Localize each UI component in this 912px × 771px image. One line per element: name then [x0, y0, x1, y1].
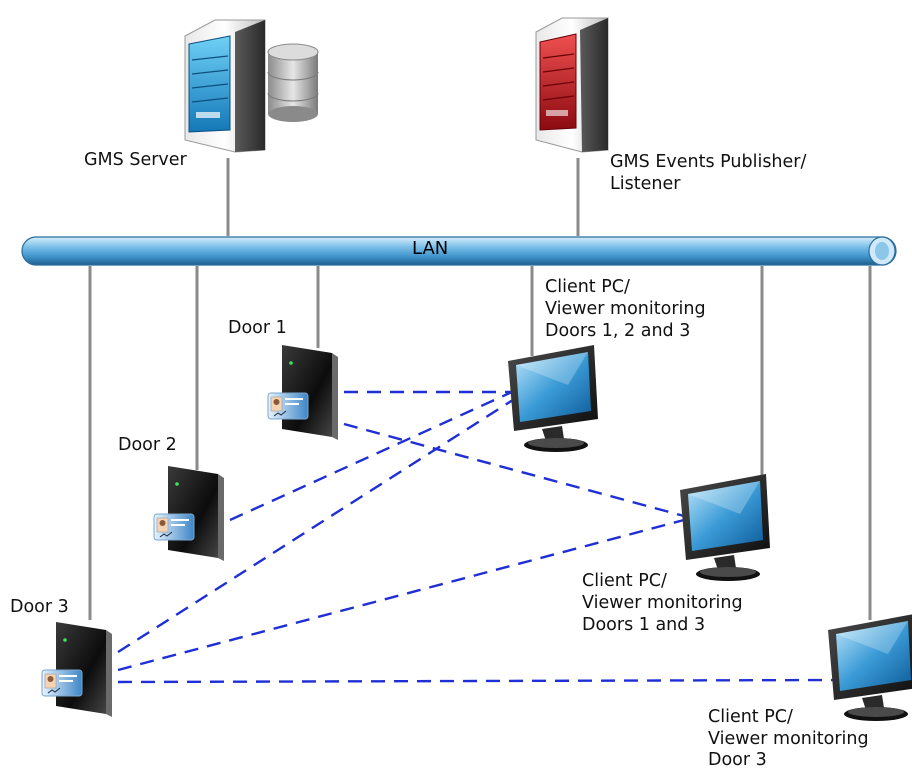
- client-1-label-line2: Viewer monitoring: [545, 299, 706, 319]
- client-3-label-line1: Client PC/: [708, 707, 793, 727]
- client-2-label-line1: Client PC/: [582, 571, 667, 591]
- lan-label: LAN: [412, 238, 449, 259]
- database-icon: [267, 43, 319, 122]
- events-publisher-label-line1: GMS Events Publisher/: [610, 152, 807, 172]
- door-1-reader: [267, 344, 339, 441]
- door-3-reader: [41, 621, 113, 718]
- monitoring-links: [117, 390, 837, 684]
- client-2-label-line2: Viewer monitoring: [582, 593, 743, 613]
- lan-connections: [88, 158, 872, 620]
- door-3-label: Door 3: [10, 597, 69, 617]
- client-3-label-line2: Viewer monitoring: [708, 729, 869, 749]
- client-pc-1-monitor: [508, 345, 598, 452]
- client-2-label-line3: Doors 1 and 3: [582, 615, 706, 635]
- lan-pipe: [21, 236, 897, 266]
- gms-server-label: GMS Server: [84, 150, 187, 170]
- client-1-label-line1: Client PC/: [545, 277, 630, 297]
- events-publisher-server: [535, 17, 609, 153]
- events-publisher-label-line2: Listener: [610, 174, 681, 194]
- client-1-label-line3: Doors 1, 2 and 3: [545, 321, 691, 341]
- client-pc-3-monitor: [828, 614, 912, 721]
- door-1-label: Door 1: [228, 318, 287, 338]
- client-3-label-line3: Door 3: [708, 750, 767, 770]
- door-2-reader: [153, 465, 225, 562]
- gms-server: [184, 19, 266, 153]
- door-2-label: Door 2: [118, 435, 177, 455]
- client-pc-2-monitor: [680, 474, 770, 581]
